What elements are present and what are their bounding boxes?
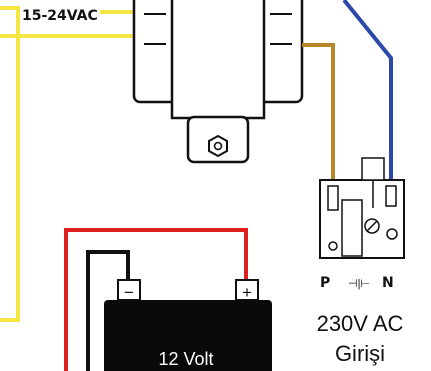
mains-input-label-line1: 230V AC <box>317 311 404 336</box>
mains-input-label-line2: Girişi <box>335 341 385 366</box>
battery: − + 12 Volt <box>104 279 272 371</box>
battery-negative-wire <box>86 250 130 371</box>
ac-wire-outer <box>0 6 20 322</box>
battery-label: 12 Volt <box>158 349 213 369</box>
terminal-screw-icon <box>364 218 380 234</box>
ac-secondary-wires <box>0 6 135 322</box>
transformer-core <box>170 0 266 120</box>
terminal-neutral-label: N <box>382 275 394 291</box>
mains-terminal-block <box>319 157 405 259</box>
live-wire <box>302 43 335 182</box>
transformer-mount-tab <box>186 115 250 164</box>
battery-body <box>104 300 272 371</box>
mount-bolt-icon <box>208 134 228 158</box>
battery-plus-sign: + <box>242 283 252 302</box>
transformer <box>132 0 304 164</box>
neutral-wire <box>342 0 393 182</box>
battery-minus-sign: − <box>124 283 134 302</box>
secondary-voltage-label: 15-24VAC <box>22 8 98 24</box>
battery-positive-wire <box>64 228 248 371</box>
terminal-ground-symbol: ⊣|⊢ <box>348 278 370 290</box>
terminal-phase-label: P <box>320 275 330 291</box>
